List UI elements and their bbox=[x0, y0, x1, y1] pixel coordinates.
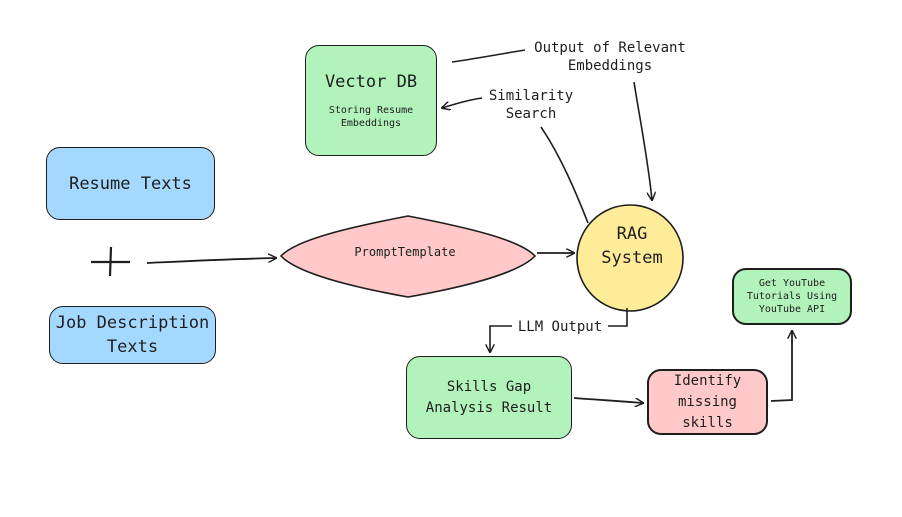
rag-system-label: RAG System bbox=[601, 224, 663, 268]
prompt-template-label: PromptTemplate bbox=[354, 245, 456, 259]
edge-rag-to-similarity-line bbox=[540, 126, 589, 224]
edge-missing-to-youtube-arrow bbox=[770, 331, 792, 402]
resume-texts-label: Resume Texts bbox=[69, 173, 192, 194]
job-description-node[interactable]: Job Description Texts bbox=[49, 306, 216, 364]
rag-system-circle[interactable] bbox=[576, 204, 684, 312]
skills-gap-label: Skills Gap Analysis Result bbox=[425, 378, 553, 416]
edge-label-output: Output of Relevant Embeddings bbox=[534, 40, 686, 74]
edge-label-llm-output: LLM Output bbox=[512, 318, 608, 336]
job-description-label: Job Description Texts bbox=[55, 313, 210, 357]
edge-skills-to-missing-arrow bbox=[573, 397, 643, 403]
youtube-tutorials-node[interactable]: Get YouTube Tutorials Using YouTube API bbox=[732, 268, 852, 325]
plus-icon bbox=[91, 246, 130, 277]
vector-db-title: Vector DB bbox=[324, 71, 418, 92]
vector-db-subtitle: Storing Resume Embeddings bbox=[328, 104, 414, 129]
edge-plus-to-prompt-arrow bbox=[146, 258, 276, 264]
identify-missing-skills-label: Identify missing skills bbox=[673, 372, 742, 431]
vector-db-node[interactable]: Vector DB Storing Resume Embeddings bbox=[305, 45, 437, 156]
youtube-tutorials-label: Get YouTube Tutorials Using YouTube API bbox=[746, 278, 838, 315]
identify-missing-skills-node[interactable]: Identify missing skills bbox=[647, 369, 768, 435]
edge-output-to-rag-arrow bbox=[633, 81, 652, 200]
skills-gap-node[interactable]: Skills Gap Analysis Result bbox=[406, 356, 572, 439]
edge-similarity-to-vectordb-arrow bbox=[442, 97, 483, 108]
resume-texts-node[interactable]: Resume Texts bbox=[46, 147, 215, 220]
edge-label-similarity: Similarity Search bbox=[488, 88, 574, 122]
edge-vectordb-output-line bbox=[451, 49, 526, 63]
prompt-template-diamond[interactable] bbox=[279, 215, 537, 298]
